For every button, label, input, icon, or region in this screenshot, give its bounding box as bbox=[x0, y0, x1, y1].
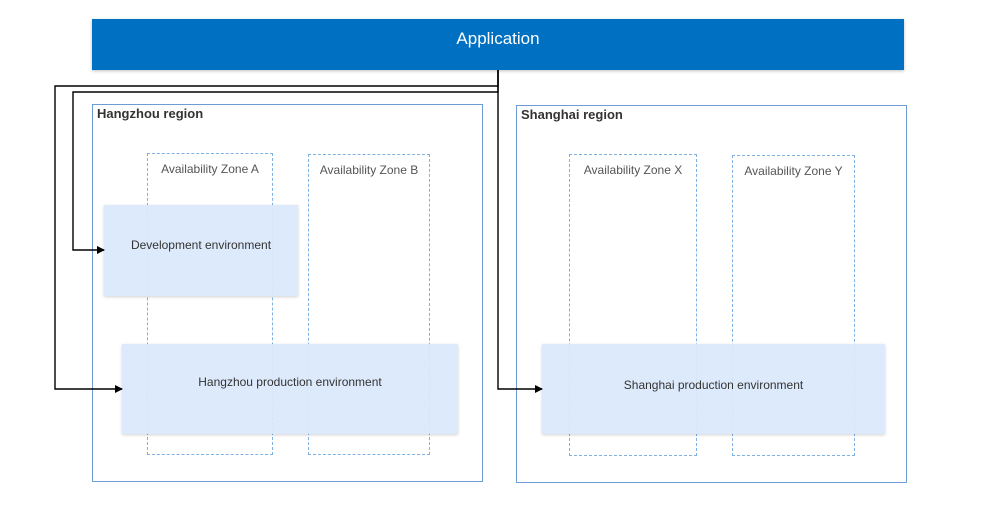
development-environment: Development environment bbox=[104, 205, 298, 296]
shanghai-region-title: Shanghai region bbox=[521, 107, 623, 122]
availability-zone-b-label: Availability Zone B bbox=[319, 163, 419, 177]
shanghai-production-environment-label: Shanghai production environment bbox=[623, 378, 804, 392]
hangzhou-production-environment-label: Hangzhou production environment bbox=[198, 375, 382, 389]
availability-zone-y-label: Availability Zone Y bbox=[744, 164, 843, 178]
availability-zone-x-label: Availability Zone X bbox=[583, 163, 683, 177]
availability-zone-y: Availability Zone Y bbox=[732, 155, 855, 456]
availability-zone-a-label: Availability Zone A bbox=[161, 162, 259, 176]
application-label: Application bbox=[456, 28, 540, 48]
availability-zone-x: Availability Zone X bbox=[569, 154, 697, 456]
shanghai-production-environment: Shanghai production environment bbox=[542, 344, 885, 434]
application-node: Application bbox=[92, 19, 904, 70]
hangzhou-region-title: Hangzhou region bbox=[97, 106, 204, 121]
development-environment-label: Development environment bbox=[130, 237, 272, 252]
hangzhou-production-environment: Hangzhou production environment bbox=[122, 344, 458, 434]
